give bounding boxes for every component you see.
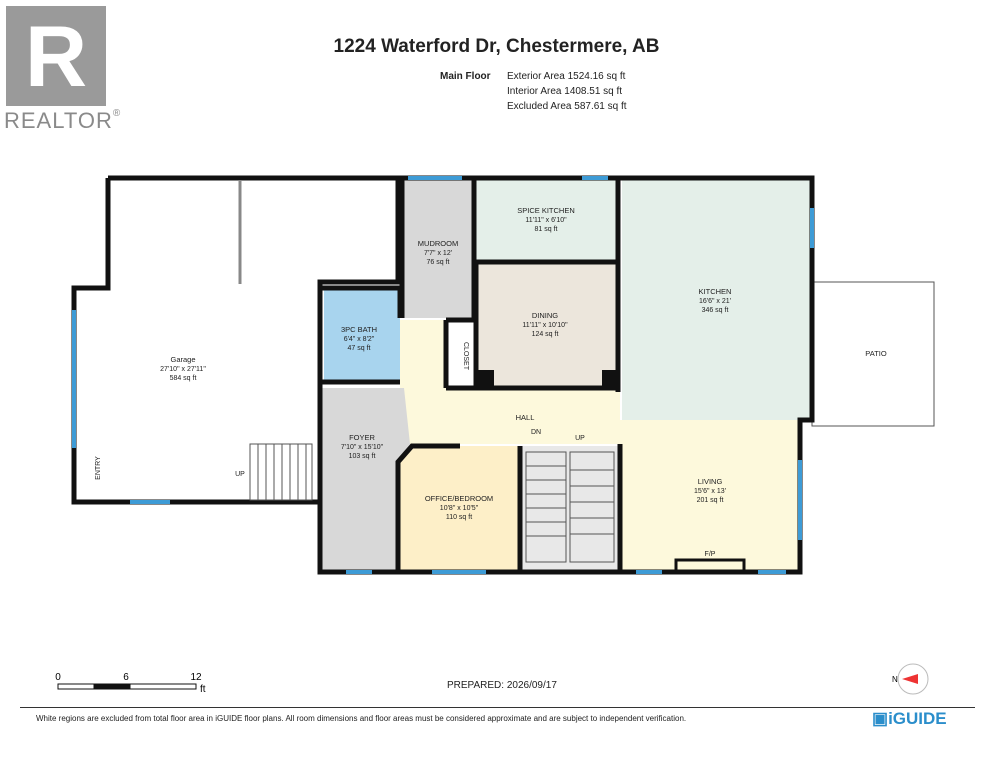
kitchen-fill <box>622 178 812 420</box>
compass-icon: N <box>892 663 929 695</box>
living-area: 201 sq ft <box>697 497 724 504</box>
scale-unit: ft <box>200 684 206 695</box>
realtor-logo-text: REALTOR® <box>4 108 121 134</box>
bath-fill <box>324 290 400 380</box>
foyer-dims: 7'10" x 15'10" <box>341 444 384 451</box>
patio-name: PATIO <box>865 349 887 358</box>
living-name: LIVING <box>698 477 723 486</box>
bath-area: 47 sq ft <box>348 345 371 352</box>
scale-tick-0: 0 <box>55 672 61 683</box>
fireplace-box <box>674 558 746 574</box>
mudroom-fill <box>384 178 474 318</box>
realtor-logo: R <box>6 6 106 106</box>
closet-name: CLOSET <box>462 342 469 371</box>
iguide-logo: ▣iGUIDE <box>872 709 947 729</box>
compass-letter: N <box>892 675 898 684</box>
foyer-fill <box>322 388 410 572</box>
kitchen-area: 346 sq ft <box>702 307 729 314</box>
stair-fill <box>522 446 620 572</box>
dining-dims: 11'11" x 10'10" <box>522 322 568 329</box>
floor-label: Main Floor <box>440 71 491 82</box>
entry-label: ENTRY <box>95 456 102 480</box>
windows <box>72 176 814 574</box>
stair-dn-label: DN <box>531 429 541 436</box>
logo-text: REALTOR <box>4 108 113 133</box>
garage-area: 584 sq ft <box>170 375 197 382</box>
garage-dims: 27'10" x 27'11" <box>160 366 206 373</box>
footer-divider <box>20 707 975 708</box>
page-title: 1224 Waterford Dr, Chestermere, AB <box>333 36 660 57</box>
kitchen-name: KITCHEN <box>699 287 732 296</box>
stair-up-label: UP <box>575 435 585 442</box>
mudroom-dims: 7'7" x 12' <box>424 250 452 257</box>
living-dims: 15'6" x 13' <box>694 488 726 495</box>
floor-plan: Garage 27'10" x 27'11" 584 sq ft MUDROOM… <box>55 175 935 695</box>
mudroom-name: MUDROOM <box>418 239 458 248</box>
column-left <box>474 370 494 388</box>
spice-kitchen-name: SPICE KITCHEN <box>517 206 575 215</box>
room-labels: Garage 27'10" x 27'11" 584 sq ft MUDROOM… <box>95 206 887 558</box>
prepared-date: PREPARED: 2026/09/17 <box>447 680 557 691</box>
realtor-logo-mark: R <box>6 6 106 106</box>
dining-name: DINING <box>532 311 558 320</box>
logo-letter: R <box>25 9 87 105</box>
kitchen-dims: 16'6" x 21' <box>699 298 731 305</box>
office-name: OFFICE/BEDROOM <box>425 494 493 503</box>
spice-kitchen-fill <box>476 178 616 262</box>
interior-area: Interior Area 1408.51 sq ft <box>507 86 623 97</box>
disclaimer: White regions are excluded from total fl… <box>36 714 687 723</box>
iguide-icon: ▣ <box>872 709 889 728</box>
office-area: 110 sq ft <box>446 514 472 521</box>
stairs <box>249 443 615 563</box>
office-dims: 10'8" x 10'5" <box>440 505 479 512</box>
scale-tick-6: 6 <box>123 672 129 683</box>
spice-kitchen-dims: 11'11" x 6'10" <box>525 217 567 224</box>
closet-fill <box>446 320 476 386</box>
foyer-area: 103 sq ft <box>349 453 376 460</box>
exterior-area: Exterior Area 1524.16 sq ft <box>507 71 626 82</box>
garage-name: Garage <box>170 355 195 364</box>
bath-name: 3PC BATH <box>341 325 377 334</box>
excluded-area: Excluded Area 587.61 sq ft <box>507 101 627 112</box>
spice-kitchen-area: 81 sq ft <box>535 226 558 233</box>
bath-dims: 6'4" x 8'2" <box>344 336 375 343</box>
scale-tick-12: 12 <box>190 672 202 683</box>
garage-up-label: UP <box>235 471 245 478</box>
registered-mark-icon: ® <box>112 108 122 119</box>
hall-living-fill <box>400 320 800 572</box>
hall-name: HALL <box>516 413 535 422</box>
scale-bar: 0 6 12 ft <box>55 672 206 695</box>
foyer-name: FOYER <box>349 433 375 442</box>
fireplace-label: F/P <box>705 551 716 558</box>
dining-fill <box>478 264 616 388</box>
dining-area: 124 sq ft <box>532 331 559 338</box>
office-fill <box>398 446 518 570</box>
mudroom-area: 76 sq ft <box>427 259 450 266</box>
column-right <box>602 370 618 388</box>
walls <box>71 175 815 575</box>
iguide-brand: iGUIDE <box>888 709 947 728</box>
